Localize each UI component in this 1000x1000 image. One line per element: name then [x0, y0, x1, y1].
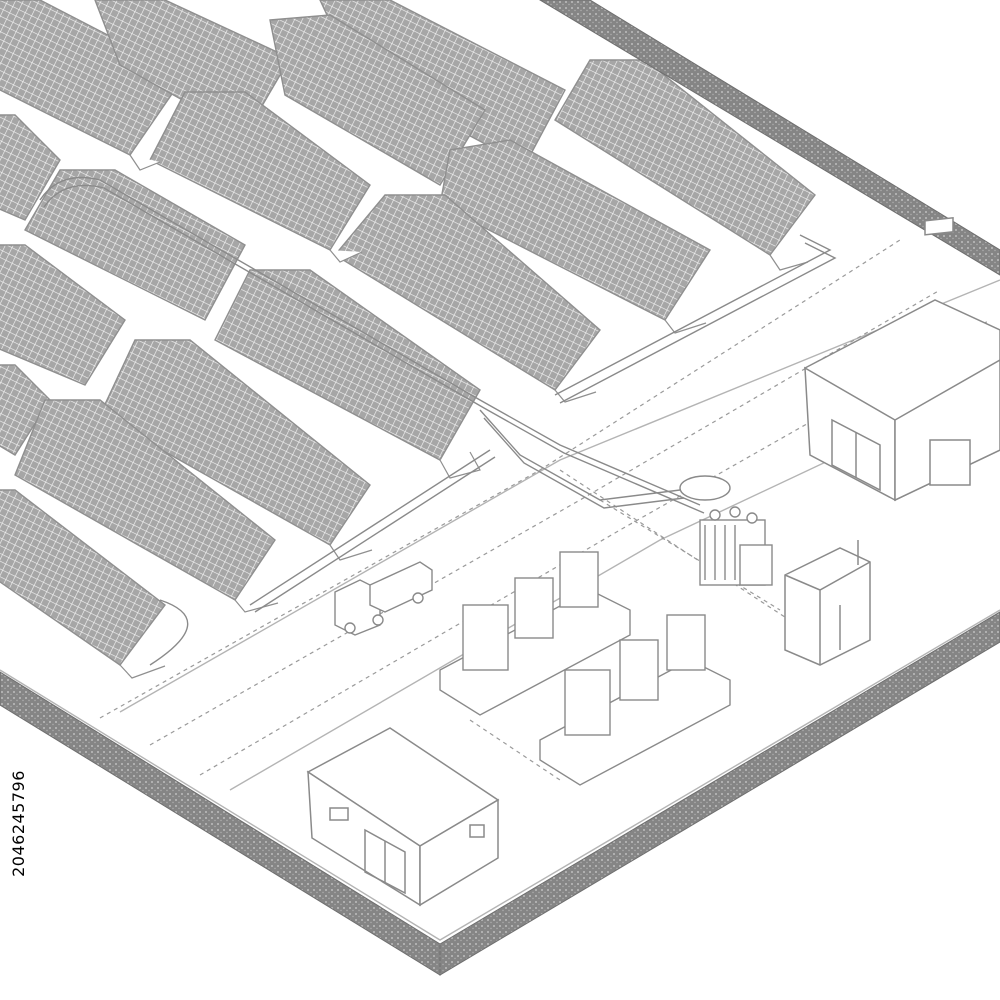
solar-panel-row: [0, 364, 51, 456]
utility-truck: [334, 561, 433, 636]
inverter-station: [439, 551, 731, 786]
solar-panel-row: [0, 244, 126, 386]
solar-panel-row: [333, 194, 601, 391]
solar-panel-row: [0, 489, 166, 666]
solar-panel-row: [14, 399, 276, 601]
solar-panel-row: [99, 339, 371, 546]
solar-panel-row: [24, 169, 246, 321]
solar-panel-row: [0, 114, 61, 221]
solar-panel-array: [0, 0, 816, 666]
solar-panel-row: [149, 91, 371, 251]
control-building: [803, 217, 1000, 502]
solar-panel-row: [214, 269, 481, 461]
solar-panel-row: [554, 59, 816, 256]
perimeter-fence: [0, 0, 1000, 976]
switchgear-cabinet: [784, 540, 871, 666]
solar-panel-row: [0, 0, 187, 156]
image-id-label: 2046245796: [4, 748, 32, 898]
cable-tray: [39, 176, 837, 666]
transformer: [679, 475, 773, 586]
storage-building: [306, 727, 500, 907]
image-id-text: 2046245796: [8, 769, 28, 877]
